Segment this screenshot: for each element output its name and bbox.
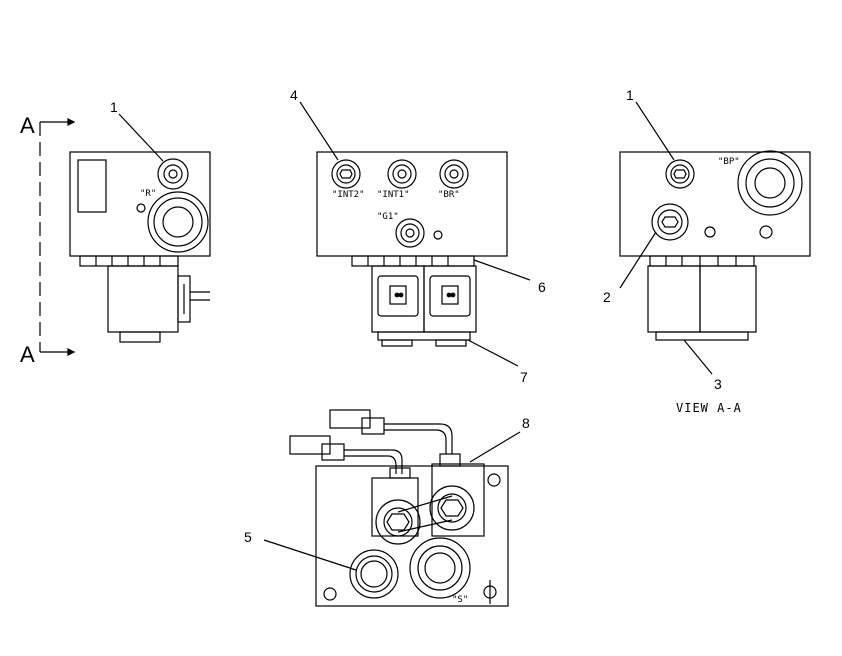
port-label-int2: "INT2" bbox=[332, 190, 365, 200]
callout-6: 6 bbox=[538, 279, 546, 295]
solenoid-right-b bbox=[699, 265, 757, 333]
section-letter-top: A bbox=[20, 113, 35, 138]
callout-8: 8 bbox=[522, 415, 530, 431]
solenoid-left bbox=[107, 265, 179, 333]
valve-body-bottom bbox=[315, 465, 509, 607]
port-label-r: "R" bbox=[140, 189, 156, 199]
port-label-g1: "G1" bbox=[377, 212, 399, 222]
nameplate bbox=[77, 159, 107, 213]
connector-lower bbox=[289, 435, 331, 455]
left-side-view: 1 "R" bbox=[69, 99, 211, 343]
callout-1-right: 1 bbox=[626, 87, 634, 103]
solenoid-right-a bbox=[647, 265, 701, 333]
port-label-int1: "INT1" bbox=[377, 190, 410, 200]
middle-front-view: 4 6 7 "INT2" "INT1" "BR" "G1" bbox=[290, 87, 546, 385]
right-view-a-a: 1 2 3 "BP" VIEW A-A bbox=[603, 87, 811, 415]
view-title: VIEW A-A bbox=[676, 401, 742, 415]
callout-2: 2 bbox=[603, 289, 611, 305]
port-label-br: "BR" bbox=[438, 190, 460, 200]
section-letter-bottom: A bbox=[20, 342, 35, 367]
callout-5: 5 bbox=[244, 529, 252, 545]
callout-7: 7 bbox=[520, 369, 528, 385]
callout-3: 3 bbox=[714, 376, 722, 392]
port-label-s: "S" bbox=[452, 595, 468, 605]
connector-upper bbox=[329, 409, 371, 429]
port-label-bp: "BP" bbox=[718, 157, 740, 167]
callout-1-left: 1 bbox=[110, 99, 118, 115]
section-marker-a-a: A A bbox=[20, 113, 76, 367]
bottom-top-view: 8 5 "S" bbox=[244, 409, 530, 607]
valve-body-middle bbox=[316, 151, 508, 257]
callout-4: 4 bbox=[290, 87, 298, 103]
